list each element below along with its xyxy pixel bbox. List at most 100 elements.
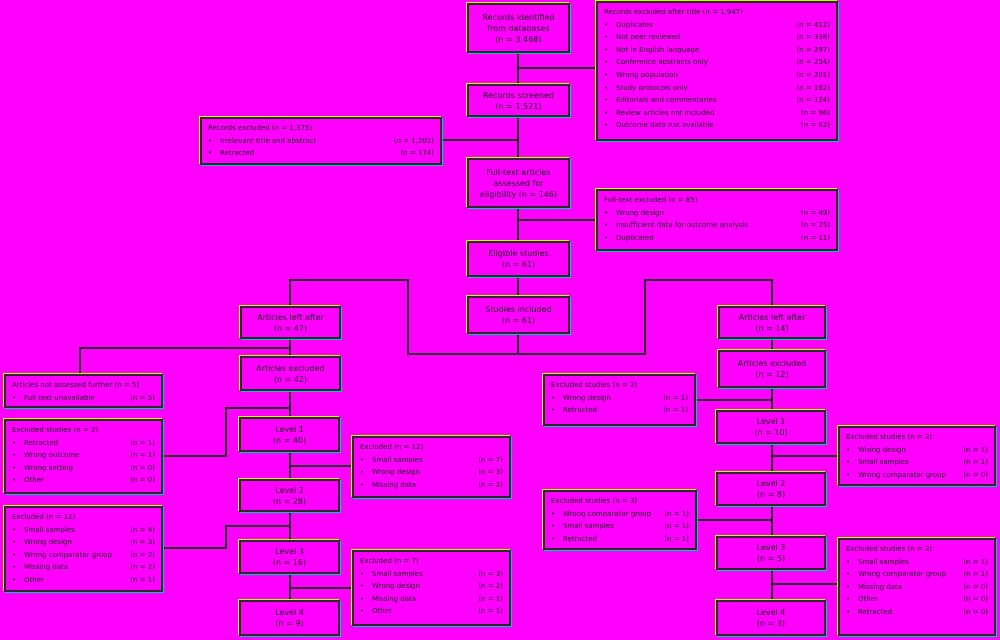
- bullet-icon: •: [208, 136, 213, 145]
- note-item-label: Missing data: [858, 582, 903, 591]
- bullet-icon: •: [12, 393, 17, 402]
- box-line: Eligible studies: [488, 249, 549, 258]
- box-line: (n = 28): [272, 496, 307, 506]
- right-branch-box-2: Articles excluded (n = 12): [718, 350, 826, 388]
- note-item-count: (n = 1): [130, 438, 155, 447]
- note-title: Records excluded (n = 1,375): [208, 124, 313, 132]
- note-list-item: •Retracted(n = 174): [208, 147, 434, 160]
- note-list-item: •Full text unavailable(n = 5): [12, 392, 155, 405]
- bullet-icon: •: [846, 557, 851, 566]
- note-item-count: (n = 2): [130, 550, 155, 559]
- note-list-item: •Wrong design(n = 1): [846, 444, 988, 457]
- note-item-label: Duplicated: [616, 233, 654, 242]
- note-list-item: • Wrong comparator group (n = 0): [846, 469, 988, 482]
- note-item-label: Small samples: [858, 557, 909, 566]
- note-item-count: (n = 25): [800, 221, 830, 230]
- box-line: (n = 3): [756, 619, 786, 628]
- bullet-icon: •: [846, 570, 851, 579]
- connector: [163, 407, 290, 457]
- note-item-count: (n = 11): [800, 233, 830, 242]
- right-level-4-box: Level 4 (n = 3): [716, 600, 826, 636]
- right-branch-box-1: Articles left after (n = 14): [718, 306, 826, 339]
- box-line: (n = 61): [501, 260, 536, 269]
- note-item-label: Wrong comparator group: [24, 550, 113, 559]
- bullet-icon: •: [12, 451, 17, 460]
- note-item-count: (n = 1): [663, 393, 688, 402]
- note-item-count: (n = 1): [664, 534, 689, 543]
- note-list-item: •Missing data(n = 0): [846, 581, 988, 594]
- note-item-label: Retracted: [563, 406, 598, 415]
- bullet-icon: •: [360, 480, 365, 489]
- note-title: Excluded studies (n = 2): [846, 545, 933, 553]
- box-line: Studies included: [485, 305, 552, 314]
- note-item-count: (n = 297): [796, 45, 830, 54]
- fulltext-assessed-box: Full-text articles assessed for eligibil…: [467, 158, 570, 208]
- right-level-1-box: Level 1 (n = 10): [716, 410, 826, 444]
- note-item-label: Small samples: [563, 522, 614, 531]
- exclusion-note-right-4: Excluded studies (n = 2)•Small samples(n…: [838, 538, 996, 636]
- note-title: Articles not assessed further (n = 5): [12, 381, 140, 389]
- exclusion-note-right-3: Excluded studies (n = 3)•Wrong comparato…: [543, 490, 697, 550]
- note-item-count: (n = 0): [130, 463, 155, 472]
- note-item-count: (n = 1): [478, 607, 503, 616]
- records-screened-box: Records screened (n = 1,521): [467, 84, 570, 117]
- note-title: Excluded studies (n = 2): [551, 381, 638, 389]
- note-item-count: (n = 201): [796, 70, 830, 79]
- bullet-icon: •: [846, 607, 851, 616]
- note-list-item: •Editorials and commentaries(n = 124): [604, 94, 830, 107]
- note-list-item: •Small samples(n = 7): [360, 454, 503, 467]
- left-branch-box-1: Articles left after (n = 47): [240, 306, 341, 339]
- box-line: Level 1: [756, 417, 786, 426]
- note-list-item: •Review articles not included(n = 96): [604, 107, 830, 120]
- right-level-3-box: Level 3 (n = 5): [716, 536, 826, 570]
- note-item-count: (n = 0): [963, 470, 988, 479]
- note-item-label: Retracted: [858, 607, 893, 616]
- note-item-count: (n = 3): [478, 569, 503, 578]
- exclusion-note-records: Records excluded after title (n = 1,947)…: [596, 1, 838, 141]
- box-line: (n = 8): [756, 490, 786, 499]
- box-line: (n = 40): [272, 435, 307, 445]
- box-line: (n = 1,521): [495, 101, 542, 111]
- note-item-label: Other: [372, 607, 392, 616]
- bullet-icon: •: [12, 563, 17, 572]
- note-item-count: (n = 3): [478, 468, 503, 477]
- note-item-label: Retracted: [563, 534, 598, 543]
- box-line: Level 3: [756, 543, 786, 552]
- note-item-label: Wrong comparator group: [563, 509, 652, 518]
- bullet-icon: •: [551, 509, 556, 518]
- bullet-icon: •: [604, 45, 609, 54]
- box-line: (n = 16): [272, 558, 307, 567]
- note-list-item: •Other(n = 0): [846, 593, 988, 606]
- note-item-label: Wrong comparator group: [858, 470, 947, 479]
- note-list-item: •Wrong design(n = 3): [360, 466, 503, 479]
- note-list-item: •Other(n = 1): [360, 605, 503, 618]
- box-line: Records identified: [482, 12, 555, 22]
- bullet-icon: •: [846, 458, 851, 467]
- bullet-icon: •: [846, 470, 851, 479]
- note-item-label: Wrong setting: [24, 463, 73, 472]
- note-list-item: • Wrong comparator group (n = 2): [12, 549, 155, 562]
- bullet-icon: •: [12, 550, 17, 559]
- note-item-label: Not peer reviewed: [616, 33, 681, 42]
- note-item-label: Wrong design: [372, 468, 420, 477]
- note-item-count: (n = 412): [796, 20, 830, 29]
- note-item-count: (n = 0): [130, 476, 155, 485]
- note-list-item: •Not peer reviewed(n = 338): [604, 31, 830, 44]
- bullet-icon: •: [604, 108, 609, 117]
- bullet-icon: •: [360, 594, 365, 603]
- bullet-icon: •: [604, 96, 609, 105]
- note-list-item: •Missing data(n = 2): [360, 479, 503, 492]
- box-line: Articles left after: [738, 312, 806, 322]
- note-item-count: (n = 1): [130, 575, 155, 584]
- note-item-label: Missing data: [24, 563, 69, 572]
- left-level-3-box: Level 3 (n = 16): [239, 540, 340, 574]
- exclusion-note-screening: Records excluded (n = 1,375)•Irrelevant …: [200, 117, 442, 165]
- note-item-label: Wrong comparator group: [858, 570, 947, 579]
- note-list-item: •Missing data(n = 2): [12, 561, 155, 574]
- bullet-icon: •: [604, 121, 609, 130]
- box-line: Level 3: [275, 547, 304, 556]
- note-list-item: •Wrong comparator group(n = 1): [846, 568, 988, 581]
- box-line: Articles left after: [257, 312, 324, 322]
- included-box: Studies included (n = 61): [467, 296, 570, 334]
- note-item-label: Study protocols only: [616, 83, 688, 92]
